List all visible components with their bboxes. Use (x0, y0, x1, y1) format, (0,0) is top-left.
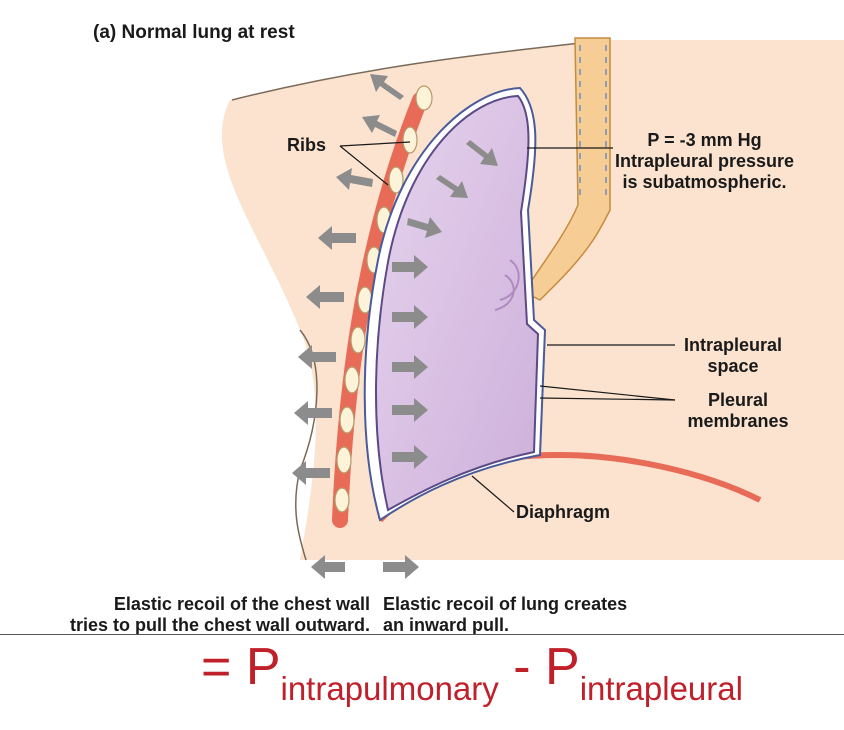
pressure-label: P = -3 mm Hg Intrapleural pressure is su… (615, 130, 794, 193)
chest-wall-caption-2: tries to pull the chest wall outward. (69, 615, 370, 635)
diaphragm-label: Diaphragm (516, 502, 611, 522)
leader-lines (339, 141, 676, 513)
outward-arrows (292, 74, 404, 485)
equation-prefix: = P (201, 638, 281, 696)
trachea (522, 37, 611, 301)
equation-subscript-2: intrapleural (579, 670, 743, 707)
figure-title: (a) Normal lung at rest (93, 22, 295, 43)
equation-middle: - P (498, 638, 580, 696)
chest-wall-caption: Elastic recoil of the chest wall tries t… (8, 594, 370, 636)
intrapleural-space-label: Intrapleural space (678, 335, 788, 377)
pleural-membranes-label: Pleural membranes (678, 390, 798, 432)
space-line-2: space (707, 356, 759, 376)
inward-arrows (392, 140, 498, 469)
lung-recoil-caption-2: an inward pull. (383, 615, 510, 635)
legend-outward-arrow (311, 555, 345, 579)
legend-inward-arrow (383, 555, 419, 579)
space-line-1: Intrapleural (683, 335, 783, 355)
ribs-column (332, 85, 433, 528)
trachea-rings (579, 45, 607, 200)
pressure-value: P = -3 mm Hg (647, 130, 762, 150)
transpulmonary-equation: = Pintrapulmonary - Pintrapleural (201, 635, 743, 705)
pressure-description-2: is subatmospheric. (622, 172, 787, 192)
lung-recoil-caption-1: Elastic recoil of lung creates (383, 594, 628, 614)
pleural-line-2: membranes (687, 411, 789, 431)
equation-subscript-1: intrapulmonary (280, 670, 499, 707)
lung-recoil-caption: Elastic recoil of lung creates an inward… (383, 594, 627, 636)
chest-wall-caption-1: Elastic recoil of the chest wall (113, 594, 370, 614)
ribs-label: Ribs (287, 135, 327, 155)
pleural-line-1: Pleural (707, 390, 769, 410)
skin-outline (231, 41, 591, 101)
lung-hilum (494, 259, 520, 311)
divider-line (0, 634, 844, 635)
pressure-description-1: Intrapleural pressure (615, 151, 795, 171)
